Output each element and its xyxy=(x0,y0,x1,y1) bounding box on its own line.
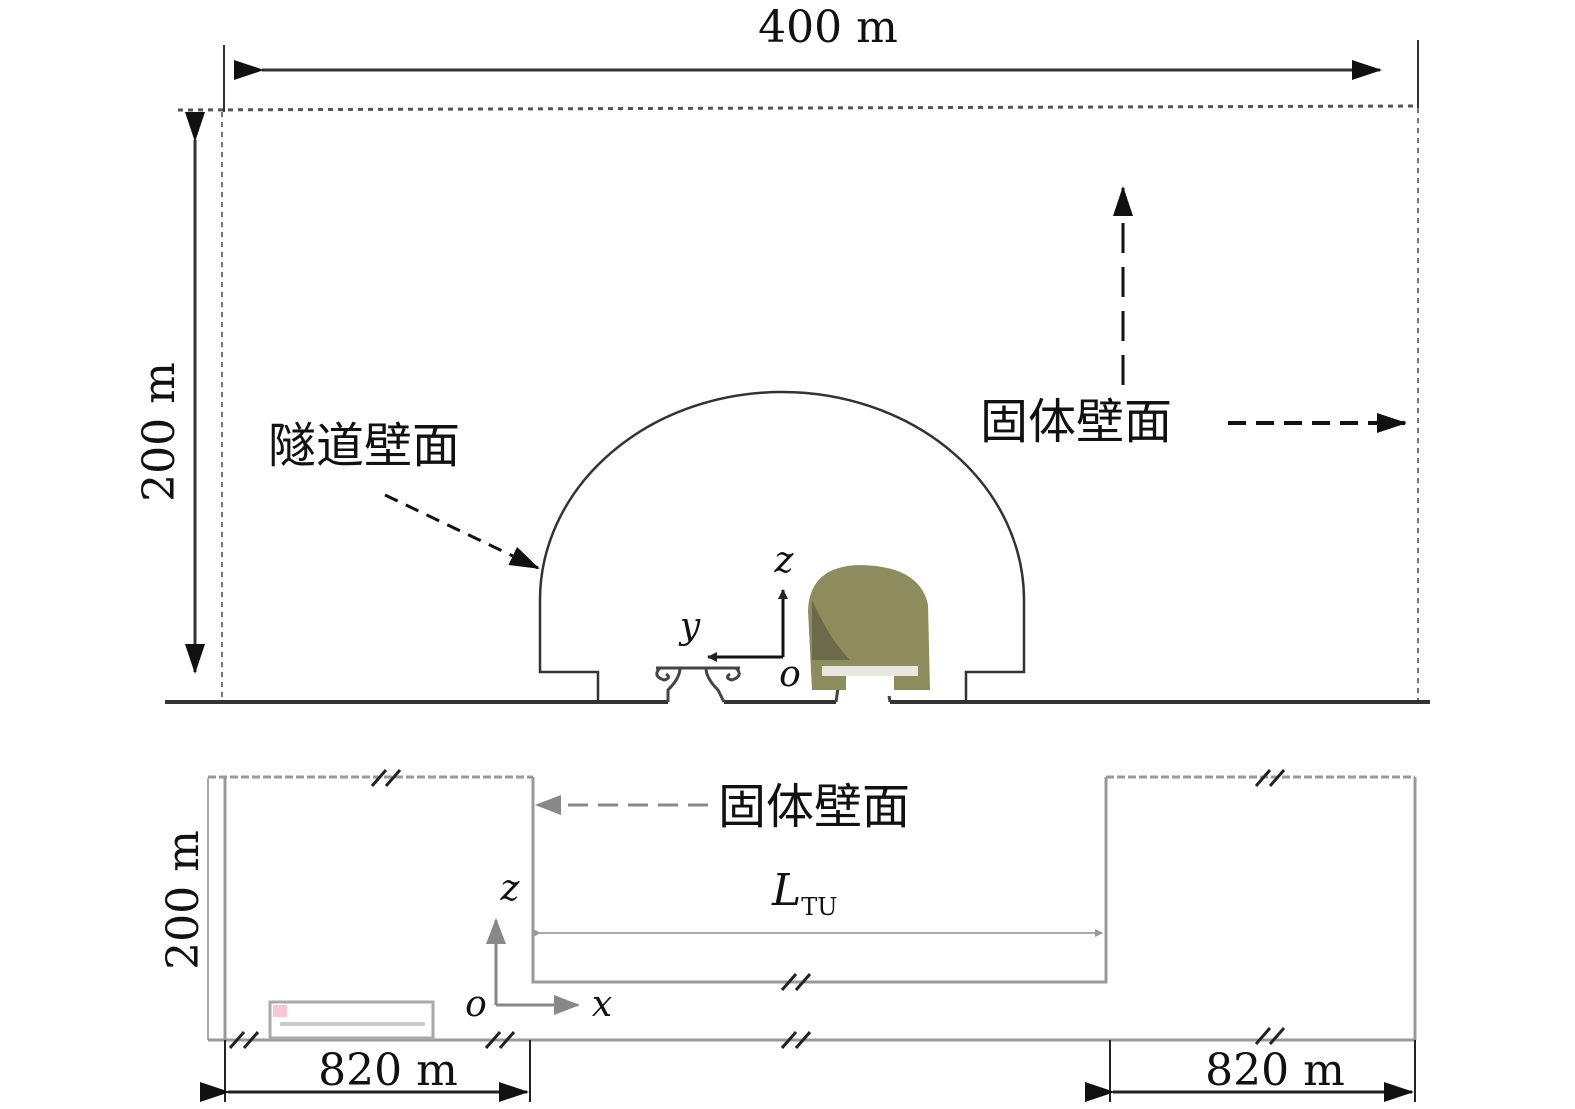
tunnel-outline xyxy=(531,777,1108,984)
tunnel-length-label: LTU xyxy=(771,865,837,921)
top-boundary xyxy=(177,104,1419,112)
tunnel-wall xyxy=(538,390,1026,700)
train-side-view xyxy=(268,1000,435,1040)
longitudinal-view: 200 m 固体壁面 LTU z x o 820 m 820 m xyxy=(158,769,1417,1102)
width-label: 400 m xyxy=(758,2,898,53)
z-axis-label: z xyxy=(500,868,521,909)
y-axis-label: y xyxy=(678,606,701,647)
cross-section-view: 400 m 200 m z y o 隧道壁面 xyxy=(134,2,1430,704)
right-length-dimension xyxy=(1085,1040,1416,1102)
x-axis-label: x xyxy=(592,984,612,1025)
right-length-label: 820 m xyxy=(1205,1045,1345,1096)
height-label: 200 m xyxy=(134,362,185,502)
left-length-dimension xyxy=(200,1040,531,1102)
origin-label: o xyxy=(779,654,801,695)
tunnel-wall-pointer-arrow xyxy=(384,493,540,570)
solid-wall-label: 固体壁面 xyxy=(718,779,910,835)
tunnel-length-symbol: L xyxy=(771,865,801,916)
origin-label: o xyxy=(465,984,487,1025)
left-length-label: 820 m xyxy=(318,1045,458,1096)
tunnel-length-subscript: TU xyxy=(801,893,837,921)
solid-wall-label: 固体壁面 xyxy=(980,394,1172,450)
height-label: 200 m xyxy=(158,830,209,970)
break-marks xyxy=(228,769,1286,1049)
train-cross-section xyxy=(808,565,930,696)
tunnel-wall-label: 隧道壁面 xyxy=(268,418,460,474)
z-axis-label: z xyxy=(774,540,795,581)
